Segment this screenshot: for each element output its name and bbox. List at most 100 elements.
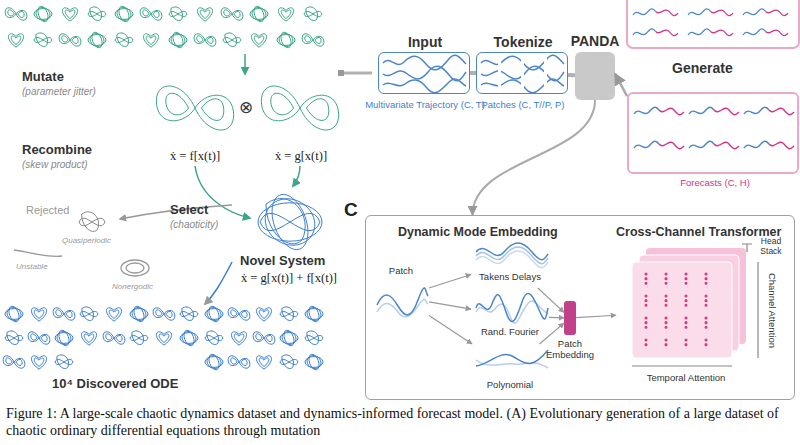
forecast-box	[627, 0, 799, 48]
flow-arrow	[205, 262, 232, 304]
connector	[576, 315, 616, 317]
attractor-thumb	[5, 305, 24, 323]
forecast-plot	[633, 9, 678, 16]
attractor-thumb	[143, 34, 158, 47]
attractor-thumb	[28, 332, 50, 344]
connector	[539, 323, 564, 344]
connector	[615, 74, 627, 97]
tokenize-box: TokenizePatches (C, T//P, P)	[476, 52, 568, 94]
parent-attractor	[261, 86, 338, 130]
model-name: PANDA	[555, 33, 635, 49]
attractor-thumb	[228, 356, 250, 368]
section-title: Dynamic Mode Embedding	[398, 225, 598, 239]
forecast-plot	[689, 107, 739, 115]
flow-arrow	[244, 54, 246, 74]
input-box: InputMultivariate Trajectory (C, T)	[378, 52, 470, 94]
attractor-thumb	[205, 331, 223, 345]
attractor-thumb	[256, 308, 271, 321]
attractor-thumb	[31, 356, 46, 369]
model-box: PANDA	[575, 52, 615, 100]
unstable-shape	[14, 250, 62, 256]
attractor-thumb	[280, 355, 298, 369]
attractor-thumb	[205, 353, 224, 371]
attractor-thumb	[140, 8, 162, 20]
step-note: (chaoticity)	[170, 219, 260, 231]
lead-in-dot	[338, 70, 344, 76]
head-stack-mark	[742, 244, 752, 252]
attractor-thumb	[53, 308, 75, 320]
embedding-node: Takens Delays	[471, 236, 549, 288]
patch-wave	[377, 300, 428, 317]
attractor-thumb	[305, 305, 324, 323]
figure-caption: Figure 1: A large-scale chaotic dynamics…	[6, 405, 796, 439]
discovered-attractors	[3, 305, 323, 371]
connector	[429, 275, 471, 288]
equation: ẋ = g[x(t)]	[256, 149, 346, 163]
connector	[473, 100, 596, 215]
stage-title: Tokenize	[467, 34, 579, 50]
attractor-thumb	[130, 305, 149, 323]
attractor-thumb	[55, 329, 74, 347]
attractor-thumb	[115, 5, 134, 23]
forecast-plot	[633, 29, 678, 36]
attractor-thumb	[5, 8, 27, 20]
attractor-thumb	[197, 8, 212, 21]
failure-label: Nonergodic	[112, 282, 172, 291]
attractor-thumb	[251, 34, 266, 47]
fourier-wave	[476, 293, 548, 321]
attractor-thumb	[55, 355, 73, 369]
system-label: Novel System	[240, 254, 350, 269]
step-note: (skew product)	[22, 159, 132, 171]
embedding-node: Polynomial	[471, 344, 549, 394]
attractor-thumb	[250, 5, 269, 23]
attractor-thumb	[180, 307, 198, 321]
attractor-thumb	[3, 356, 25, 368]
attractor-thumb	[88, 7, 106, 21]
connector	[470, 71, 476, 75]
forecast-plot	[743, 29, 788, 36]
parent-attractor	[156, 86, 233, 130]
attractor-thumb	[34, 33, 52, 47]
attractor-thumb	[153, 308, 175, 320]
quasiperiodic-shape	[79, 212, 105, 232]
takens-wave	[476, 247, 548, 264]
attractor-thumb	[169, 31, 188, 49]
attractor-thumb	[34, 5, 53, 23]
patch-divider	[544, 54, 547, 92]
axis-label: Temporal Attention	[626, 373, 746, 384]
connector	[549, 317, 564, 319]
attractor-thumb	[81, 332, 96, 345]
flow-arrows	[195, 54, 300, 218]
nonergodic-shape	[121, 260, 149, 276]
attractor-thumb	[62, 8, 77, 21]
attention-panel	[632, 262, 732, 358]
component-label: Patch	[373, 266, 429, 277]
step-label: Mutate	[22, 70, 112, 85]
component-label: Rand. Fourier	[465, 327, 555, 338]
attractor-thumb	[115, 33, 133, 47]
step-note: (parameter jitter)	[22, 86, 132, 98]
attractor-thumb	[31, 308, 46, 321]
component-label: Patch Embedding	[540, 339, 600, 361]
patch-node: Patch	[373, 266, 429, 328]
attractor-thumb	[278, 8, 293, 21]
attractor-thumb	[280, 329, 299, 347]
connector	[538, 288, 564, 312]
failure-label: Quasiperiodic	[62, 236, 132, 245]
equation: ẋ = g[x(t)] + f[x(t)]	[214, 271, 364, 285]
attractor-thumb	[277, 31, 296, 49]
attractor-thumb	[106, 308, 121, 321]
attractor-thumb	[88, 31, 107, 49]
lead-in-line	[340, 72, 372, 75]
pipeline-decor	[338, 0, 799, 149]
dataset-label: 10⁴ Discovered ODE	[52, 377, 252, 392]
shape-note: Patches (C, T//P, P)	[447, 100, 599, 111]
patch-divider	[521, 54, 524, 92]
failure-label: Unstable	[16, 262, 66, 271]
panel-letter: C	[344, 199, 362, 221]
embedding-decor	[377, 243, 548, 368]
attractor-thumb	[280, 307, 298, 321]
rejected-label: Rejected	[26, 204, 96, 217]
embedding-node: Rand. Fourier	[471, 291, 549, 341]
